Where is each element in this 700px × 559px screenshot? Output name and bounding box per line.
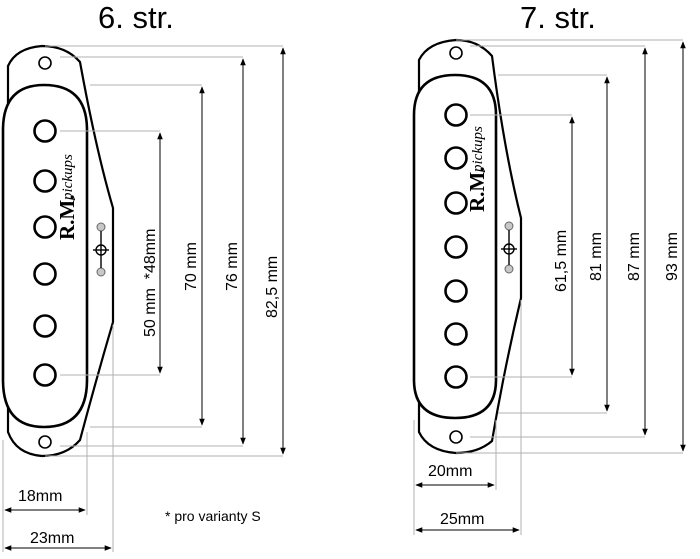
- pickup-6-dim-hole-spacing: 76 mm: [224, 242, 241, 291]
- variant-s-footnote: * pro varianty S: [165, 508, 261, 524]
- pickup-7-dim-pole-span: 61,5 mm: [553, 230, 570, 292]
- pickup-6-dim-inner-width: 18mm: [18, 488, 62, 505]
- pole-piece: [444, 365, 468, 389]
- pole-piece: [444, 235, 468, 259]
- brand-subtitle: pickups: [470, 126, 486, 173]
- brand-subtitle: pickups: [60, 154, 76, 201]
- pickup-6-logo: R.M. pickups: [55, 154, 79, 240]
- pickup-6-extension-lines: [2, 45, 283, 552]
- pole-piece: [444, 103, 468, 127]
- pickup-7-title: 7. str.: [520, 0, 596, 35]
- pickup-7-extension-lines: [413, 39, 683, 535]
- pickup-7-dim-total-width: 25mm: [440, 511, 484, 528]
- pickup-6-inner-cover: [1, 83, 89, 429]
- pickup-6-mount-hole-bottom: [38, 435, 52, 449]
- pole-piece: [33, 363, 57, 387]
- pickup-7-dim-inner-width: 20mm: [428, 463, 472, 480]
- pole-piece: [33, 314, 57, 338]
- pole-piece: [444, 146, 468, 170]
- pickup-7-pole-pieces: [444, 103, 468, 389]
- pickup-6-dim-inner-length: 70 mm: [183, 242, 200, 291]
- pickup-6-title: 6. str.: [98, 0, 174, 35]
- pickup-7-dim-inner-length: 81 mm: [588, 232, 605, 281]
- pole-piece: [444, 191, 468, 215]
- pickup-7-lead-terminal: [501, 221, 517, 274]
- pole-piece: [33, 262, 57, 286]
- pickup-6-dimension-lines: [4, 47, 286, 551]
- pickup-7-dimension-lines: [415, 41, 686, 533]
- pole-piece: [33, 119, 57, 143]
- pickup-6-pole-pieces: [33, 119, 57, 387]
- brand-mark: R.M.: [55, 195, 79, 241]
- pole-piece: [444, 322, 468, 346]
- pickup-7-logo: R.M. pickups: [465, 126, 489, 212]
- pickup-6-string: 6. str. R.M. pickups: [1, 0, 286, 552]
- pickup-6-dim-total-width: 23mm: [30, 530, 74, 547]
- pickup-6-mount-hole-top: [38, 56, 52, 70]
- pickup-7-dim-total-length: 93 mm: [664, 232, 681, 281]
- pickup-6-dim-total-length: 82,5 mm: [264, 256, 281, 318]
- pickup-7-mount-hole-top: [449, 46, 463, 60]
- pickup-7-mount-hole-bottom: [449, 430, 463, 444]
- pole-piece: [33, 169, 57, 193]
- pole-piece: [444, 279, 468, 303]
- pole-piece: [33, 215, 57, 239]
- pickup-7-string: 7. str. R.M. pickups: [412, 0, 686, 535]
- pickup-7-dim-hole-spacing: 87 mm: [626, 232, 643, 281]
- brand-mark: R.M.: [465, 167, 489, 213]
- pickup-6-lead-terminal: [93, 222, 109, 277]
- pickup-6-dim-pole-span: 50 mm *48mm: [142, 229, 159, 337]
